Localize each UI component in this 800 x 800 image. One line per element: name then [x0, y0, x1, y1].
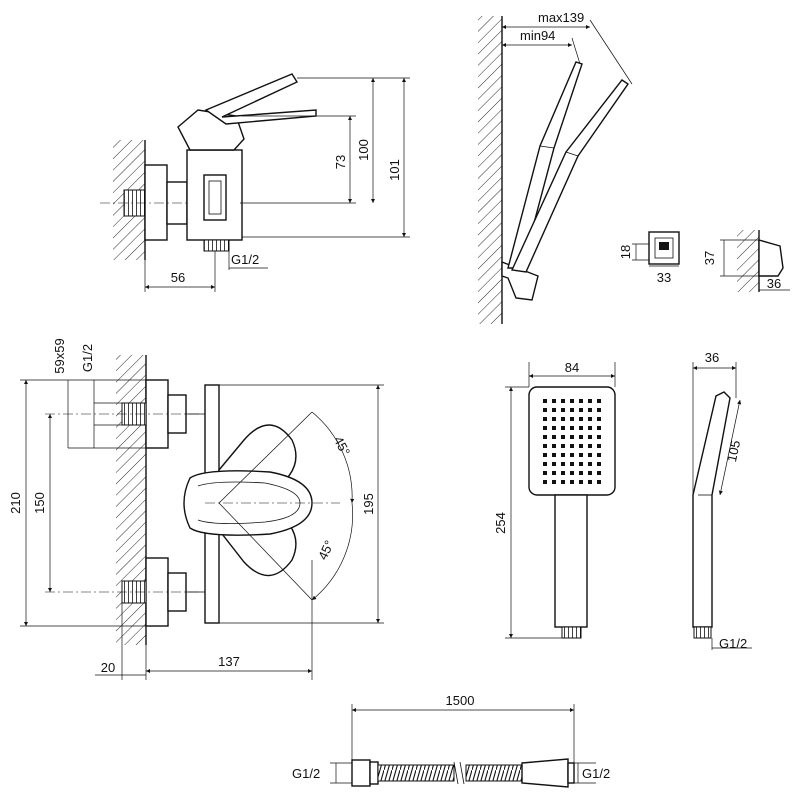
spray-nozzles [540, 398, 606, 486]
wall-hatch [737, 230, 759, 292]
hose-body-right [465, 764, 523, 782]
holder-body [758, 239, 784, 277]
wall-hatch [478, 16, 502, 324]
dim-101: 101 [387, 159, 402, 181]
dim-min94: min94 [520, 28, 555, 43]
dim-36-shower: 36 [705, 350, 719, 365]
bracket [501, 260, 539, 301]
dim-thread-hose-right: G1/2 [582, 766, 610, 781]
dim-thread-shower: G1/2 [719, 636, 747, 651]
handshower-max [510, 79, 629, 273]
lever [204, 73, 317, 125]
shower-handle [554, 494, 588, 628]
outlet-thread [203, 239, 230, 252]
dim-36-holder: 36 [767, 276, 781, 291]
wall-flange [144, 164, 168, 241]
dim-100: 100 [356, 139, 371, 161]
dim-59x59: 59x59 [52, 338, 67, 373]
dim-thread-hose-left: G1/2 [292, 766, 320, 781]
angle-bottom: 45° [315, 538, 337, 562]
dim-max139: max139 [538, 10, 584, 25]
dim-254: 254 [493, 512, 508, 534]
side-thread [693, 626, 712, 639]
dim-33: 33 [657, 270, 671, 285]
holder-plate [648, 231, 680, 265]
dim-105: 105 [724, 439, 743, 463]
dim-37: 37 [702, 251, 717, 265]
dim-18: 18 [618, 245, 633, 259]
dim-195: 195 [361, 493, 376, 515]
dim-thread-front: G1/2 [80, 344, 95, 372]
mixer-side-view: 73 100 101 56 G1/2 [100, 73, 410, 292]
hand-shower-front-view: 84 254 [493, 360, 616, 639]
handle-thread [561, 626, 582, 639]
dim-73: 73 [333, 155, 348, 169]
angle-top: 45° [331, 434, 353, 458]
wall-holder-front-view: 18 33 [618, 231, 680, 285]
dim-84: 84 [565, 360, 579, 375]
mixer-front-view: 45° 45° 210 150 59x59 G1/2 195 20 137 [8, 338, 384, 680]
hose-right-cone [521, 758, 569, 788]
dim-150: 150 [32, 492, 47, 514]
hose-left-nut [351, 759, 371, 787]
dim-20: 20 [101, 660, 115, 675]
dim-137: 137 [218, 654, 240, 669]
dim-210: 210 [8, 492, 23, 514]
hand-shower-side-view: 36 105 G1/2 [692, 350, 752, 651]
dim-1500: 1500 [446, 693, 475, 708]
dim-56: 56 [171, 270, 185, 285]
shower-bracket-view: max139 min94 [478, 10, 633, 324]
shower-body-side [692, 391, 731, 628]
dim-thread-side: G1/2 [231, 252, 259, 267]
shower-hose-view: 1500 G1/2 G1/2 [292, 693, 610, 788]
wall-holder-side-view: 37 36 [702, 230, 790, 292]
hose-body-left [377, 764, 455, 782]
